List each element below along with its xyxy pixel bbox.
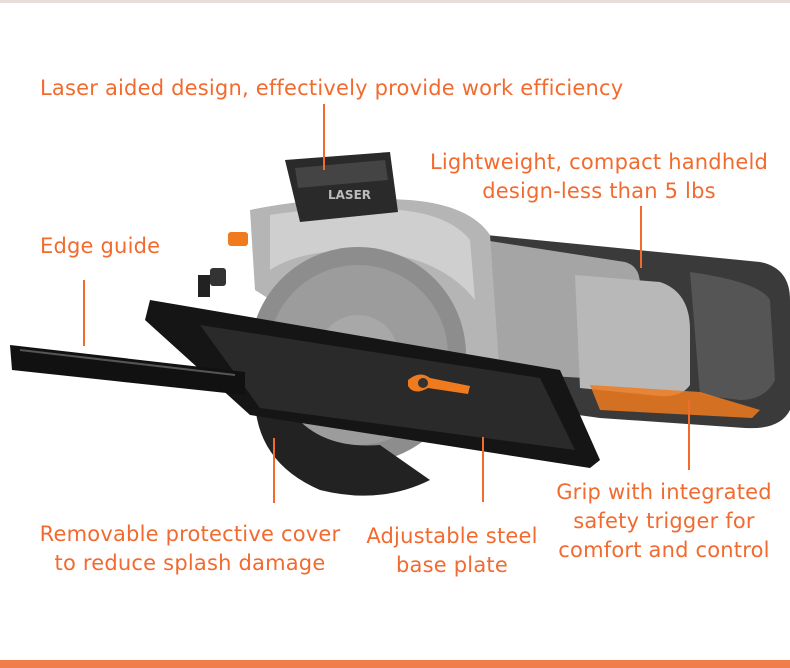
edge-guide-callout: Edge guide [40,234,161,258]
cover-callout: Removable protective cover to reduce spl… [39,522,341,575]
grip-callout: Grip with integrated safety trigger for … [556,480,772,562]
laser-leader-line [323,104,325,170]
trigger [590,385,760,418]
cover-leader-line [273,438,275,503]
grip-leader-line [688,400,690,470]
depth-lever [228,232,248,246]
bottom-accent-bar [0,660,790,668]
base-plate-callout: Adjustable steel base plate [366,524,538,577]
base-plate-leader-line [482,437,484,502]
lightweight-callout: Lightweight, compact handheld design-les… [429,150,769,203]
edge-guide [10,345,245,395]
edge-guide-leader-line [83,280,85,346]
top-divider [0,0,790,3]
lightweight-leader-line [640,206,642,268]
laser-callout: Laser aided design, effectively provide … [40,76,624,100]
laser-text: LASER [328,188,371,202]
protective-cover [254,385,430,496]
grip-texture [690,272,775,400]
